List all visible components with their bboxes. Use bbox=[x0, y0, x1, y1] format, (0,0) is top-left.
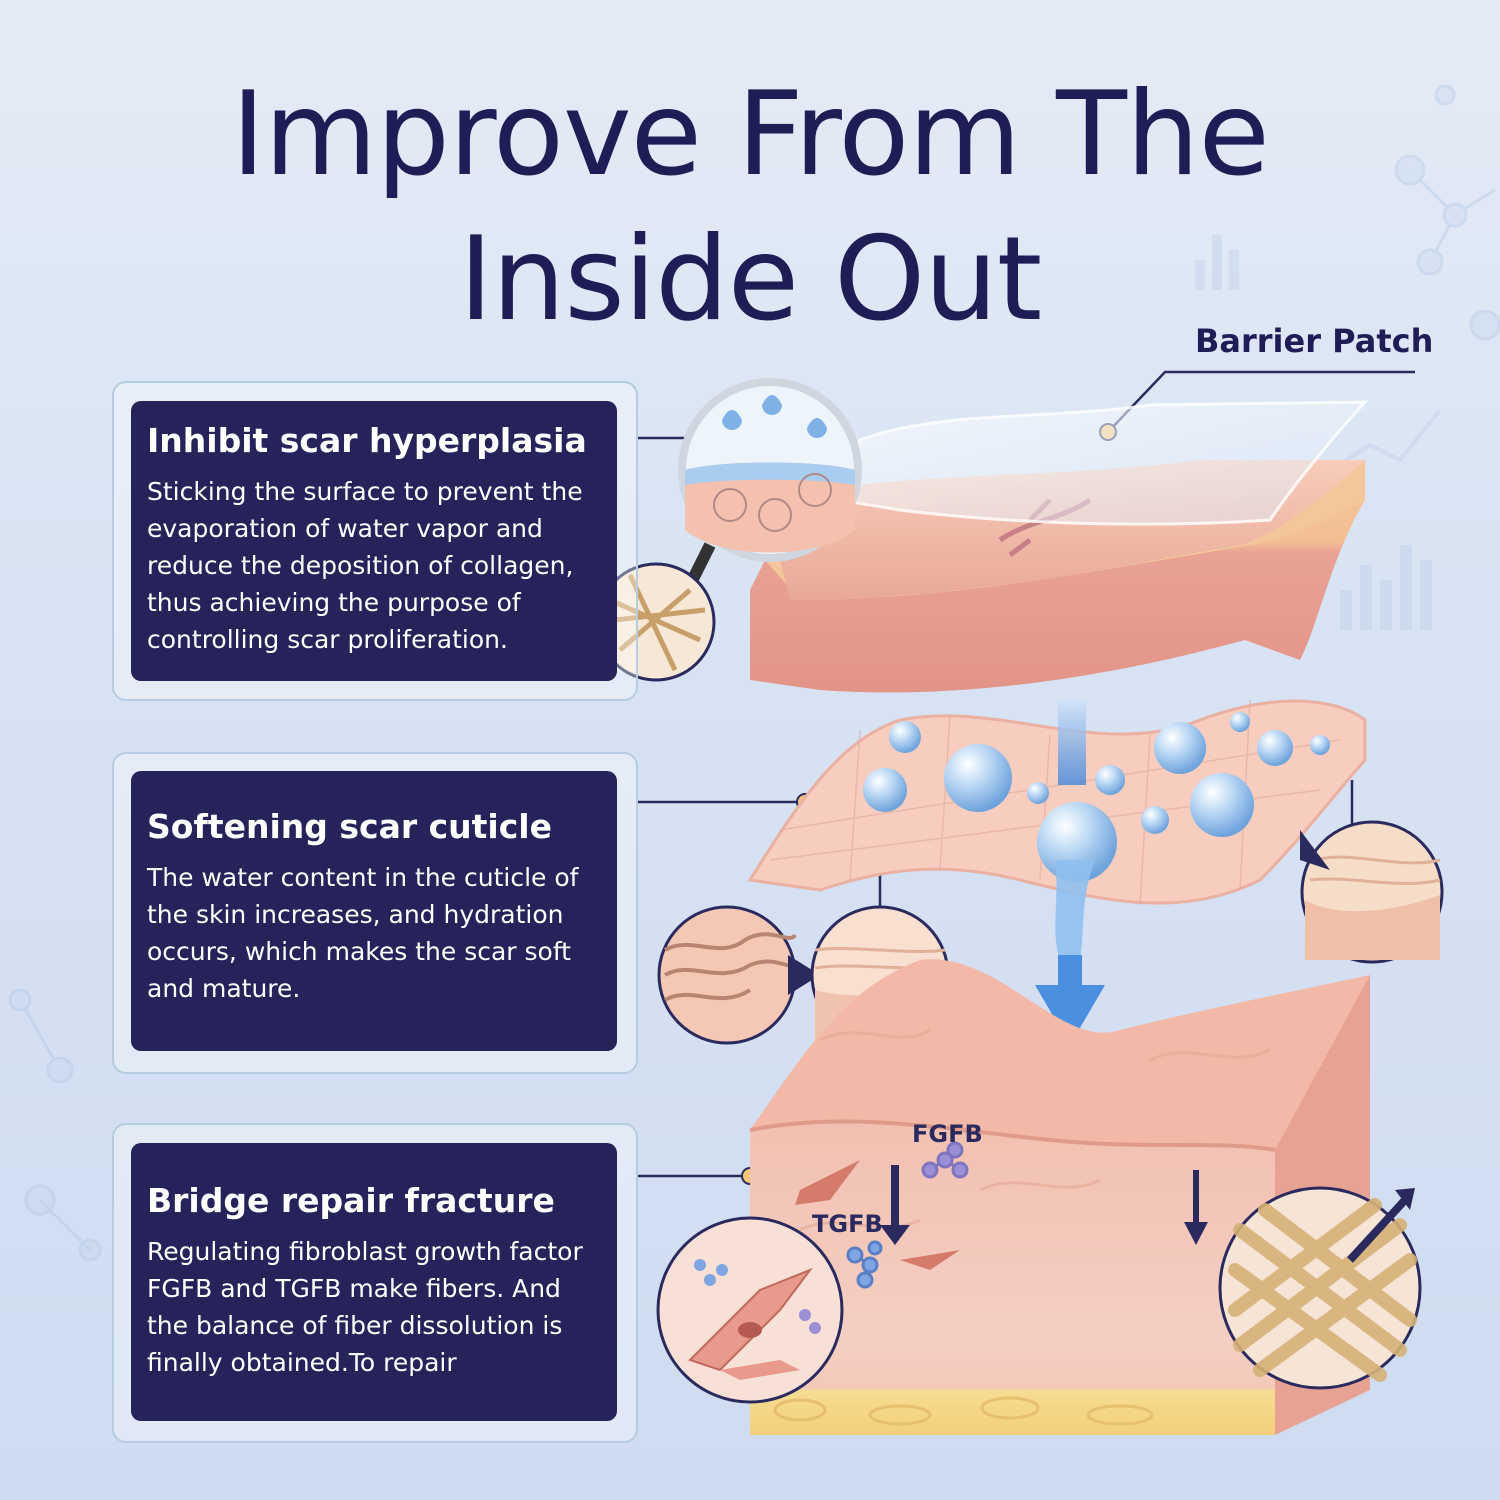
barrier-patch-label: Barrier Patch bbox=[1195, 322, 1434, 360]
page-title-line2: Inside Out bbox=[458, 212, 1043, 347]
card-body: Regulating fibroblast growth factor FGFB… bbox=[147, 1237, 583, 1377]
molecule-decoration-icon bbox=[8, 84, 1500, 1262]
card-body: Sticking the surface to prevent the evap… bbox=[147, 477, 583, 654]
cuticle-detail-icon bbox=[1300, 820, 1444, 964]
info-card-cuticle: Softening scar cuticle The water content… bbox=[131, 771, 617, 1051]
fibroblast-cell-icon bbox=[656, 1216, 844, 1404]
card-body: The water content in the cuticle of the … bbox=[147, 863, 579, 1003]
molecule-tgfb-icon bbox=[846, 1240, 883, 1289]
fgfb-label: FGFB bbox=[912, 1120, 983, 1148]
barrier-patch bbox=[838, 400, 1369, 526]
magnifier-water-icon bbox=[678, 378, 862, 588]
card-heading: Inhibit scar hyperplasia bbox=[147, 421, 587, 460]
collagen-fiber-icon bbox=[596, 562, 716, 682]
card-heading: Bridge repair fracture bbox=[147, 1181, 555, 1220]
info-card-hyperplasia: Inhibit scar hyperplasia Sticking the su… bbox=[131, 401, 617, 681]
down-arrow-icon bbox=[1035, 700, 1105, 1045]
woven-fiber-icon bbox=[1218, 1186, 1422, 1390]
growth-arrow-icons bbox=[880, 1165, 1208, 1245]
molecule-fgfb-icon bbox=[921, 1141, 969, 1179]
card-heading: Softening scar cuticle bbox=[147, 807, 552, 846]
info-card-fracture: Bridge repair fracture Regulating fibrob… bbox=[131, 1143, 617, 1421]
bar-chart-decoration-icon bbox=[1195, 235, 1442, 630]
page-title-line1: Improve From The bbox=[231, 67, 1270, 202]
tgfb-label: TGFB bbox=[812, 1210, 883, 1238]
